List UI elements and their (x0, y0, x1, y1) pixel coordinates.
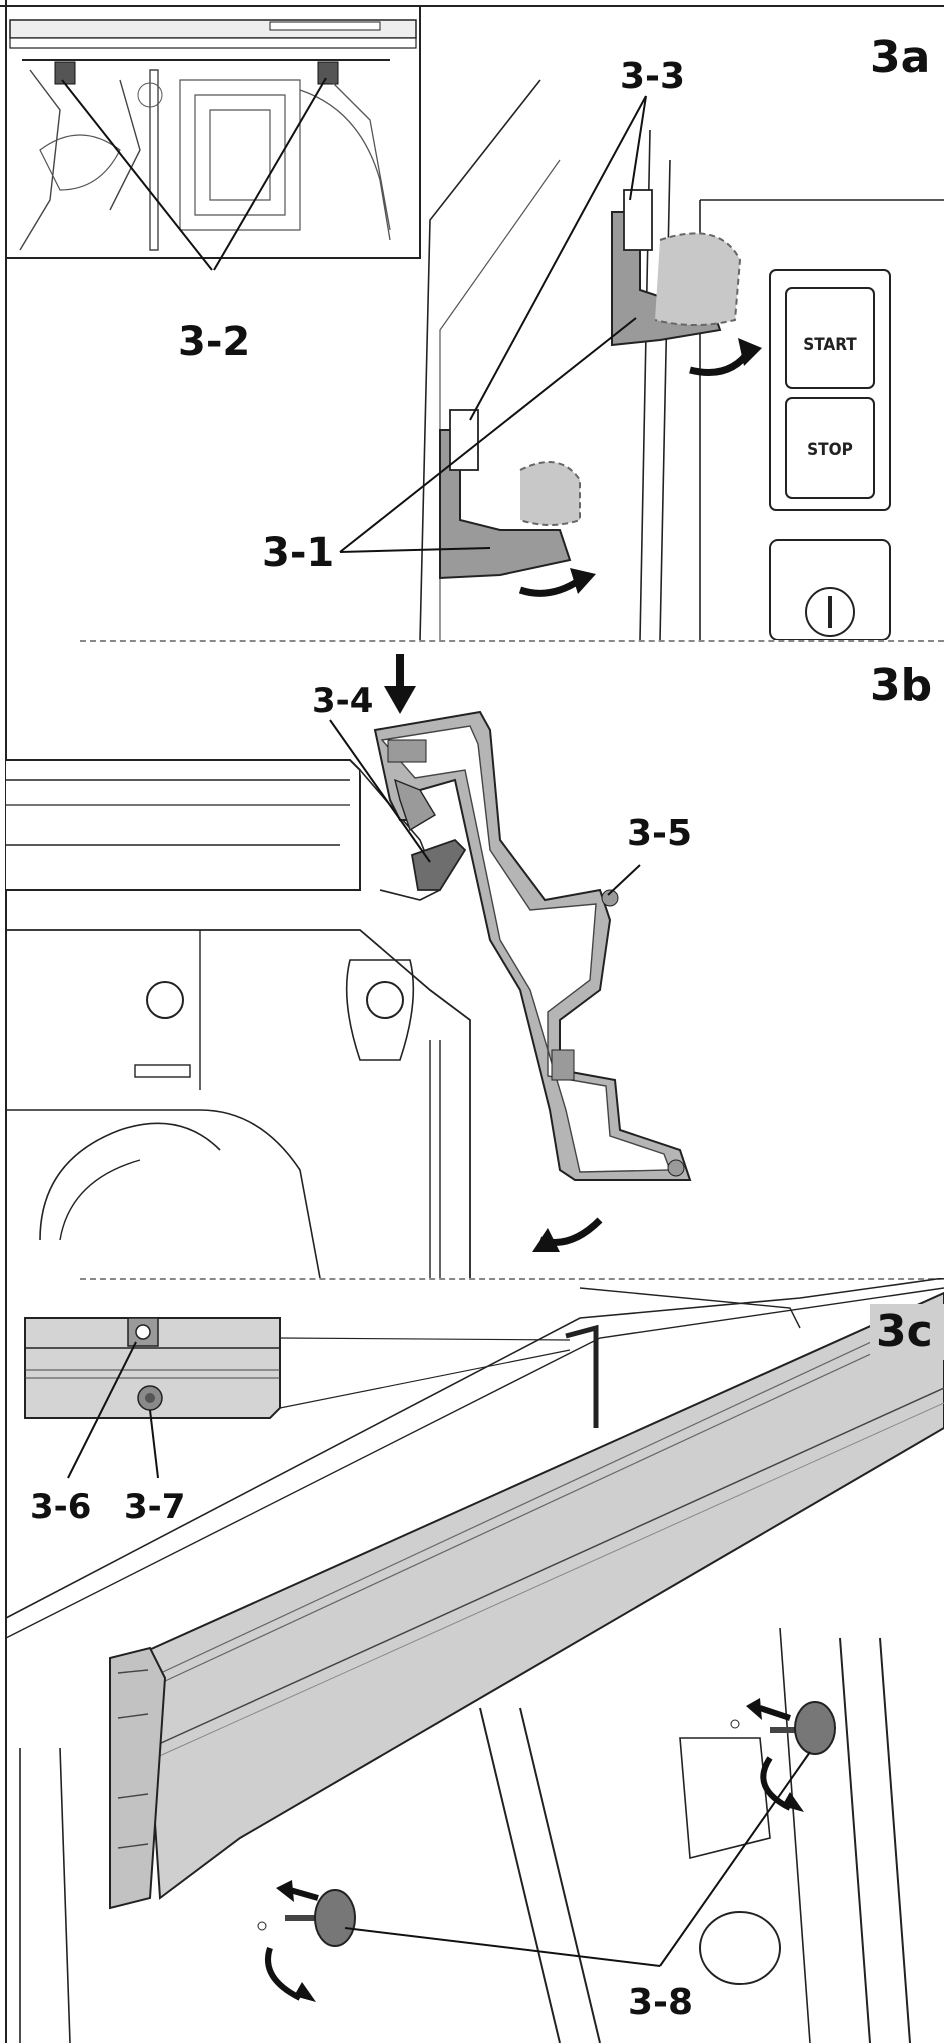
callout-3-8: 3-8 (628, 1982, 693, 2023)
callout-3-6: 3-6 (30, 1487, 91, 1527)
panel-3a: 3-2 3a START STOP 3-3 3-1 (0, 0, 944, 640)
inset-detail-3c (24, 1317, 571, 1419)
lock-knob-left (285, 1889, 356, 1947)
callout-3-5: 3-5 (627, 813, 692, 854)
start-button-label: START (803, 335, 857, 355)
figure-3c: 3c 3-6 3-7 3-8 (5, 1278, 944, 2043)
hook-lower (439, 409, 581, 580)
callout-3-7: 3-7 (124, 1487, 185, 1527)
callout-3-3: 3-3 (620, 56, 685, 97)
rotate-arrow-upper (689, 347, 753, 376)
rotate-arrow-lower (518, 577, 582, 597)
figure-3b: 3b 3-4 3-5 (5, 640, 932, 1278)
start-button (785, 287, 875, 389)
section-label-3a: 3a (870, 32, 930, 83)
section-label-3b: 3b (870, 660, 932, 711)
rip-fence (109, 1291, 944, 1910)
catch-part (410, 838, 467, 891)
panel-3c: 3c 3-6 3-7 3-8 (0, 1278, 944, 2043)
section-divider (80, 1278, 944, 1280)
section-divider (80, 640, 944, 642)
callout-3-2: 3-2 (178, 319, 250, 365)
hook-upper (611, 189, 742, 347)
hex-key (565, 1324, 599, 1428)
lock-knob-right (770, 1701, 836, 1755)
panel-3b: 3b 3-4 3-5 (0, 640, 944, 1278)
stop-button (785, 397, 875, 499)
inset-overview-3a (5, 5, 421, 271)
figure-3a: 3-2 3a START STOP 3-3 3-1 (0, 0, 944, 640)
bracket-3-5 (373, 710, 692, 1181)
control-panel: START STOP (769, 269, 891, 640)
stop-button-label: STOP (807, 440, 853, 460)
section-label-3c: 3c (876, 1306, 933, 1357)
callout-3-4: 3-4 (312, 681, 373, 721)
callout-3-1: 3-1 (262, 530, 334, 576)
